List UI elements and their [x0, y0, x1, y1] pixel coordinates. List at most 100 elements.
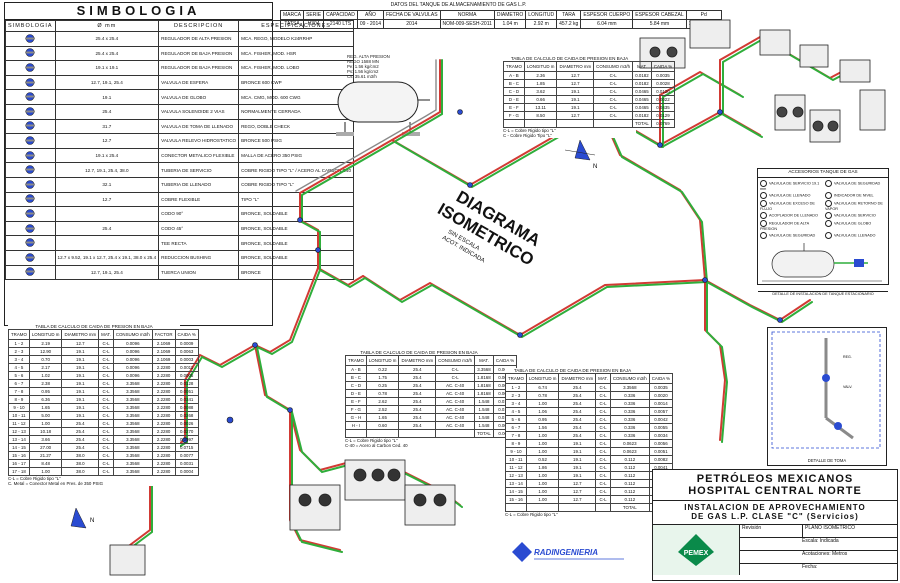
calc-cell: C - D	[503, 87, 525, 96]
calc-cell: AC. C-40	[435, 397, 476, 406]
calc-cell: C-L	[595, 431, 611, 440]
calc-cell	[398, 429, 437, 438]
accessory-label: VALVULA DE SEGURIDAD	[769, 233, 816, 238]
calc-cell: B - C	[345, 373, 367, 382]
calc-cell: 0.52	[525, 455, 560, 464]
calc-cell: 0.112	[609, 487, 650, 496]
tank-value: 1.04 m	[493, 19, 527, 29]
calc-cell: 0.0051	[174, 387, 199, 396]
calc-cell: C-L	[593, 71, 634, 80]
flex-copper-icon	[5, 191, 56, 208]
symbology-spec: BRONCE	[238, 264, 355, 281]
calc-cell: 2.2280	[151, 403, 176, 412]
calc-cell: C-L	[593, 87, 634, 96]
accessory-number-icon	[825, 212, 832, 219]
tank-value: 5.84 mm	[632, 19, 687, 29]
calc-cell: 2.2280	[151, 379, 176, 388]
calc-cell: 0.0268	[174, 411, 199, 420]
calc-cell: 1.86	[525, 463, 560, 472]
calc-cell: 0.0769	[650, 119, 676, 128]
accessory-label: VALVULA DE SERVICIO	[834, 213, 876, 218]
calc-cell: 10 - 11	[8, 411, 30, 420]
calc-cell: 5 - 6	[8, 371, 30, 380]
calc-cell: 19.1	[556, 95, 595, 104]
calc-cell: 0.0011	[174, 363, 199, 372]
calc-cell: 8 - 9	[505, 439, 527, 448]
calc-cell: 1.00	[525, 399, 560, 408]
calc-cell: 8.50	[523, 111, 558, 120]
calc-cell: 1.00	[525, 495, 560, 504]
calc-cell: 19.1	[61, 411, 100, 420]
calc-header: CONSUMO m3/h	[435, 355, 476, 366]
calc-cell: 25.4	[398, 365, 437, 374]
calc-cell: TOTAL	[609, 503, 650, 512]
ball-valve-icon	[5, 74, 56, 91]
calc-cell: 2.2280	[151, 371, 176, 380]
calc-cell: 0.0088	[174, 403, 199, 412]
scale-label: Escala: Indicada	[740, 538, 897, 551]
calc-cell: 1.00	[525, 439, 560, 448]
calc-cell: 2.52	[365, 405, 400, 414]
calc-header: DIAMETRO mm	[61, 329, 100, 340]
calc-cell: 2 - 3	[8, 347, 30, 356]
calc-cell: 2.2280	[151, 435, 176, 444]
calc-cell: 38.0	[61, 451, 100, 460]
calc-header: TRAMO	[505, 373, 527, 384]
calc-cell: 0.0056	[648, 439, 674, 448]
calc-header: MAT.	[98, 329, 114, 340]
calc-cell: 0.0097	[174, 435, 199, 444]
calc-cell	[556, 119, 595, 128]
calc-cell: 3.3568	[112, 427, 153, 436]
calc-header: LONGITUD m	[525, 373, 560, 384]
calc-cell: D - E	[503, 95, 525, 104]
north-label: N	[90, 518, 94, 524]
calc-cell: 0.60	[365, 421, 400, 430]
calc-header: LONGITUD m	[28, 329, 63, 340]
symbology-diameter: 12.7, 19.1, 25.4	[54, 264, 160, 281]
calc-cell: 1.548	[474, 397, 494, 406]
calc-cell: 1.85	[523, 79, 558, 88]
calc-cell: 0.336	[609, 399, 650, 408]
calc-cell: C-L	[595, 383, 611, 392]
calc-cell	[523, 119, 558, 128]
calc-cell: C-L	[98, 411, 114, 420]
calc-cell: 6 - 7	[505, 423, 527, 432]
calc-cell: C-L	[595, 495, 611, 504]
calc-header: LONGITUD m	[523, 61, 558, 72]
company-name: PETRÓLEOS MEXICANOS	[696, 473, 854, 485]
calc-cell: 1.56	[525, 423, 560, 432]
calc-cell: 19.1	[558, 455, 597, 464]
calc-cell: 2.2280	[151, 467, 176, 476]
calc-cell: C-L	[595, 455, 611, 464]
calc-cell: 25.4	[61, 435, 100, 444]
calc-cell: 0.0035	[648, 383, 674, 392]
tank-install-detail	[762, 243, 882, 282]
accessory-item: VALVULA DE LLENADO	[825, 232, 886, 239]
calc-cell: 0.0270	[174, 427, 199, 436]
calc-cell: A - B	[503, 71, 525, 80]
calc-cell: 25.4	[398, 381, 437, 390]
calc-cell: 3 - 4	[505, 399, 527, 408]
calc-cell: C-L	[595, 399, 611, 408]
calc-cell: 3.3568	[609, 383, 650, 392]
calc-cell: 3.3568	[474, 365, 494, 374]
calc-cell: 0.0004	[174, 467, 199, 476]
calc-cell: 13 - 14	[505, 479, 527, 488]
calc-cell: 0.0077	[174, 451, 199, 460]
calc-cell	[593, 119, 634, 128]
calc-cell: 0.0096	[112, 371, 153, 380]
calc-cell: C-L	[595, 423, 611, 432]
calc-cell: 3.3568	[112, 403, 153, 412]
